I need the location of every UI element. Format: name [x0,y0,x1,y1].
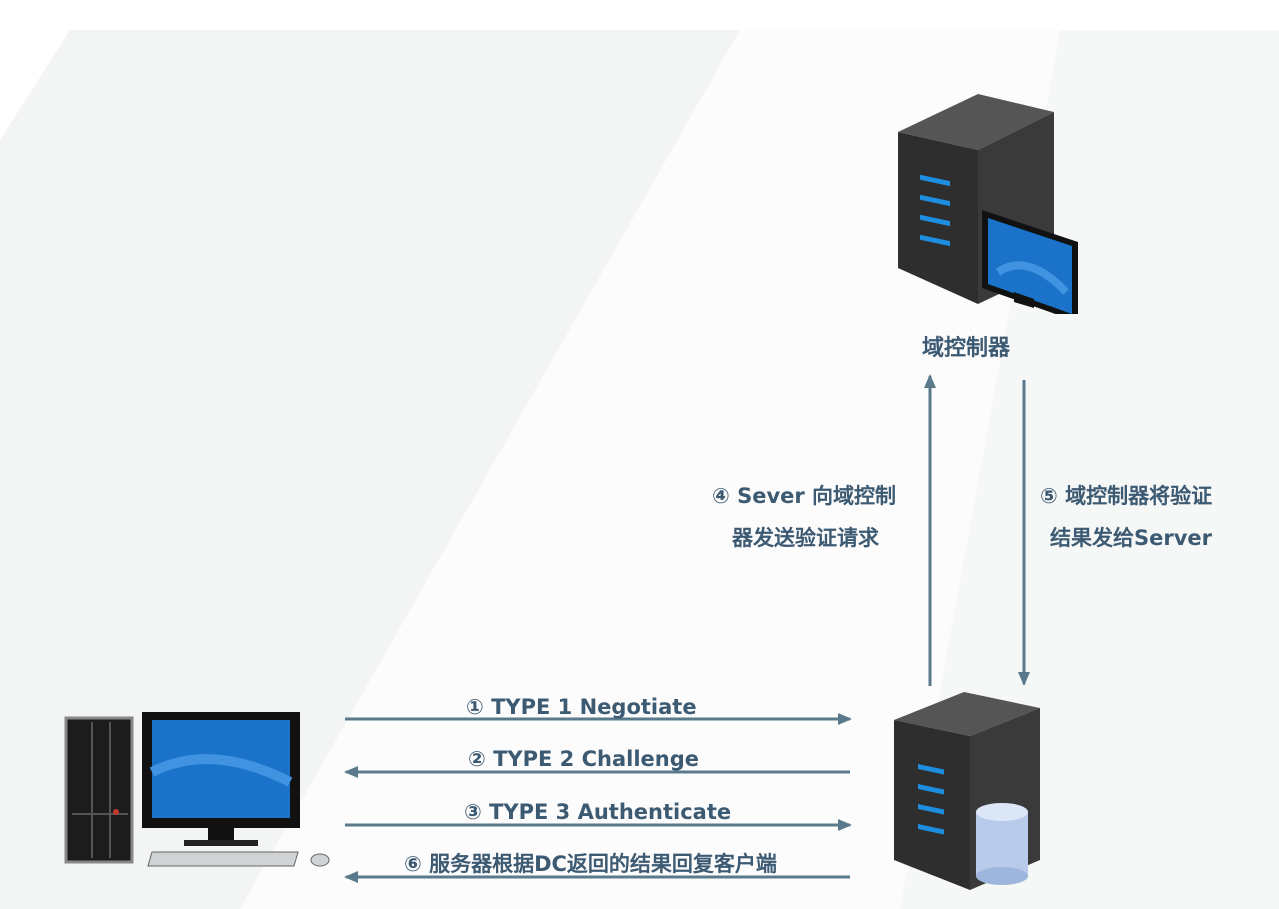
client-computer-icon [64,712,330,867]
message-5-label: ⑤ 域控制器将验证 结果发给Server [1040,475,1260,559]
server-with-database-icon [894,692,1040,890]
message-4-line-2: 器发送验证请求 [732,526,879,550]
message-3-label: ③ TYPE 3 Authenticate [464,800,732,824]
message-5-line-1: ⑤ 域控制器将验证 [1040,484,1213,508]
message-4-label: ④ Sever 向域控制 器发送验证请求 [712,475,932,559]
domain-controller-label: 域控制器 [922,336,1011,361]
message-2-label: ② TYPE 2 Challenge [468,747,699,771]
message-5-line-2: 结果发给Server [1050,526,1213,550]
message-4-line-1: ④ Sever 向域控制 [712,484,897,508]
message-1-label: ① TYPE 1 Negotiate [466,695,697,719]
domain-controller-server-icon [898,94,1078,314]
message-6-label: ⑥ 服务器根据DC返回的结果回复客户端 [404,852,777,876]
